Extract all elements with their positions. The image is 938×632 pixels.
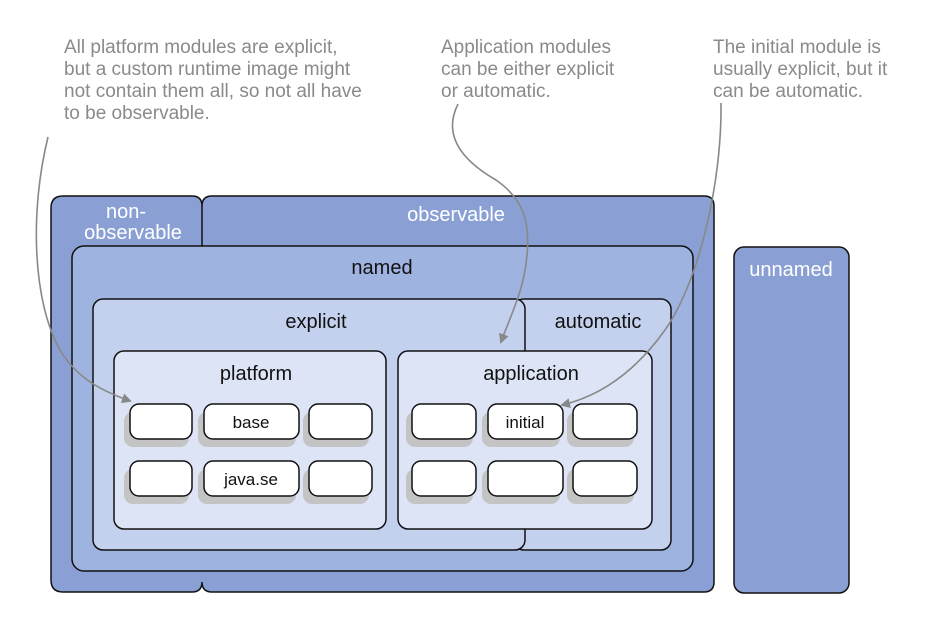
named-label: named bbox=[351, 257, 412, 279]
application-note: Application modules can be either explic… bbox=[441, 37, 614, 103]
initial-note: The initial module is usually explicit, … bbox=[713, 37, 887, 103]
initial-module-label: initial bbox=[506, 413, 545, 432]
java-se-module-label: java.se bbox=[223, 470, 278, 489]
initial-module: initial bbox=[482, 403, 564, 447]
application-note-line: Application modules bbox=[441, 37, 612, 58]
platform-note: All platform modules are explicit, but a… bbox=[64, 37, 362, 125]
automatic-label: automatic bbox=[555, 311, 642, 333]
unnamed-label: unnamed bbox=[749, 259, 832, 281]
platform-note-line: to be observable. bbox=[64, 103, 210, 124]
platform-label: platform bbox=[220, 363, 292, 385]
java-se-module: java.se bbox=[198, 460, 300, 504]
base-module: base bbox=[198, 403, 300, 447]
base-module-label: base bbox=[233, 413, 270, 432]
application-module bbox=[567, 403, 638, 447]
platform-note-arrow bbox=[35, 136, 132, 403]
non-observable-label: non- bbox=[106, 201, 146, 223]
application-module bbox=[567, 460, 638, 504]
explicit-label: explicit bbox=[285, 311, 347, 333]
platform-module bbox=[303, 460, 373, 504]
platform-module bbox=[124, 460, 193, 504]
application-note-line: or automatic. bbox=[441, 81, 551, 102]
application-module bbox=[406, 460, 477, 504]
platform-module bbox=[124, 403, 193, 447]
platform-module bbox=[303, 403, 373, 447]
observable-label: observable bbox=[407, 204, 505, 226]
application-label: application bbox=[483, 363, 579, 385]
platform-note-line: but a custom runtime image might bbox=[64, 59, 351, 80]
initial-note-line: usually explicit, but it bbox=[713, 59, 888, 80]
platform-note-line: All platform modules are explicit, bbox=[64, 37, 338, 58]
application-module bbox=[406, 403, 477, 447]
platform-note-line: not contain them all, so not all have bbox=[64, 81, 362, 102]
initial-note-arrow bbox=[560, 102, 722, 409]
application-note-arrow bbox=[451, 103, 529, 344]
application-module bbox=[482, 460, 564, 504]
application-note-line: can be either explicit bbox=[441, 59, 615, 80]
initial-note-line: The initial module is bbox=[713, 37, 881, 58]
unnamed-region bbox=[733, 246, 850, 594]
non-observable-label: observable bbox=[84, 222, 182, 244]
initial-note-line: can be automatic. bbox=[713, 81, 863, 102]
